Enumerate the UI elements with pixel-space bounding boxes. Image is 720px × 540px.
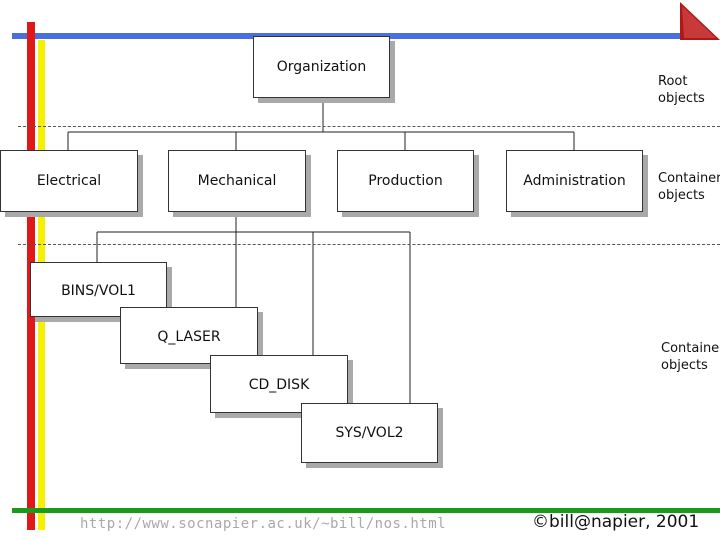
dashed-separator-top [18,126,720,127]
node-administration: Administration [506,150,643,212]
label-container2-line2: objects [661,358,708,373]
label-container1-line2: objects [658,188,705,203]
green-bottom-bar [12,508,720,513]
node-administration-label: Administration [523,173,626,189]
label-container-objects-1: Container objects [658,170,720,204]
node-organization-label: Organization [276,59,367,75]
footer-url[interactable]: http://www.socnapier.ac.uk/~bill/nos.htm… [80,516,447,532]
node-electrical-label: Electrical [36,173,102,189]
node-bins-vol1-label: BINS/VOL1 [61,283,136,299]
node-mechanical-label: Mechanical [197,173,277,189]
label-root-objects: Root objects [658,73,705,107]
node-sys-vol2: SYS/VOL2 [301,403,438,463]
node-q-laser-label: Q_LASER [157,329,221,345]
node-production-label: Production [368,173,443,189]
label-container2-line1: Container [661,341,720,356]
label-container-objects-2: Container objects [661,340,720,374]
node-organization: Organization [253,36,390,98]
node-q-laser: Q_LASER [120,307,258,364]
node-production: Production [337,150,474,212]
node-cd-disk-label: CD_DISK [248,377,310,393]
label-root-line1: Root [658,74,688,89]
node-electrical: Electrical [0,150,138,212]
dashed-separator-middle [18,244,720,245]
label-container1-line1: Container [658,171,720,186]
node-mechanical: Mechanical [168,150,306,212]
footer-copyright: ©bill@napier, 2001 [532,512,700,532]
node-sys-vol2-label: SYS/VOL2 [335,425,404,441]
label-root-line2: objects [658,91,705,106]
